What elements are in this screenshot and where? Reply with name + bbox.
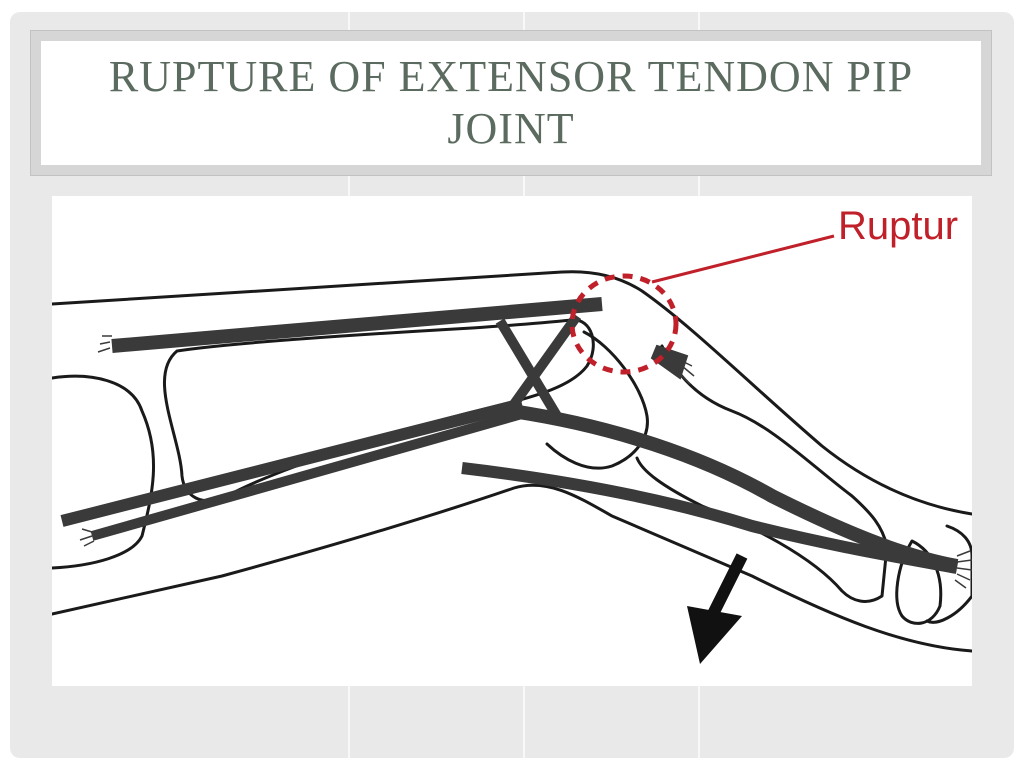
slide: RUPTURE OF EXTENSOR TENDON PIP JOINT xyxy=(10,12,1014,758)
title-box: RUPTURE OF EXTENSOR TENDON PIP JOINT xyxy=(41,41,981,165)
lateral-band-upper xyxy=(495,318,562,419)
lateral-band-lower xyxy=(502,313,582,417)
rupture-label: Ruptur xyxy=(838,204,959,248)
lateral-band-tendon xyxy=(90,409,524,541)
flexor-tendon xyxy=(461,462,959,574)
palmar-skin-outline xyxy=(52,483,972,653)
frayed-tendon-end xyxy=(677,359,695,385)
finger-diagram-svg xyxy=(52,234,972,664)
metacarpal-head-outline xyxy=(52,374,156,570)
frayed-tendon-end xyxy=(79,528,95,547)
middle-phalanx-outline xyxy=(635,344,889,603)
central-slip-tendon xyxy=(111,297,603,353)
middle-phalanx-base-outline xyxy=(545,330,649,470)
rupture-pointer-line xyxy=(651,234,835,284)
rupture-circle xyxy=(569,273,679,375)
distal-phalanx-outline xyxy=(925,524,972,624)
frayed-tendon-end xyxy=(954,550,972,589)
frayed-tendon-end xyxy=(97,335,112,353)
title-frame: RUPTURE OF EXTENSOR TENDON PIP JOINT xyxy=(30,30,992,176)
central-slip-stump xyxy=(650,344,689,380)
lateral-band-tendon xyxy=(60,398,524,527)
terminal-tendon xyxy=(510,404,959,573)
finger-diagram: Ruptur xyxy=(52,196,972,686)
force-arrow-icon xyxy=(687,553,748,664)
slide-title: RUPTURE OF EXTENSOR TENDON PIP JOINT xyxy=(108,52,914,153)
